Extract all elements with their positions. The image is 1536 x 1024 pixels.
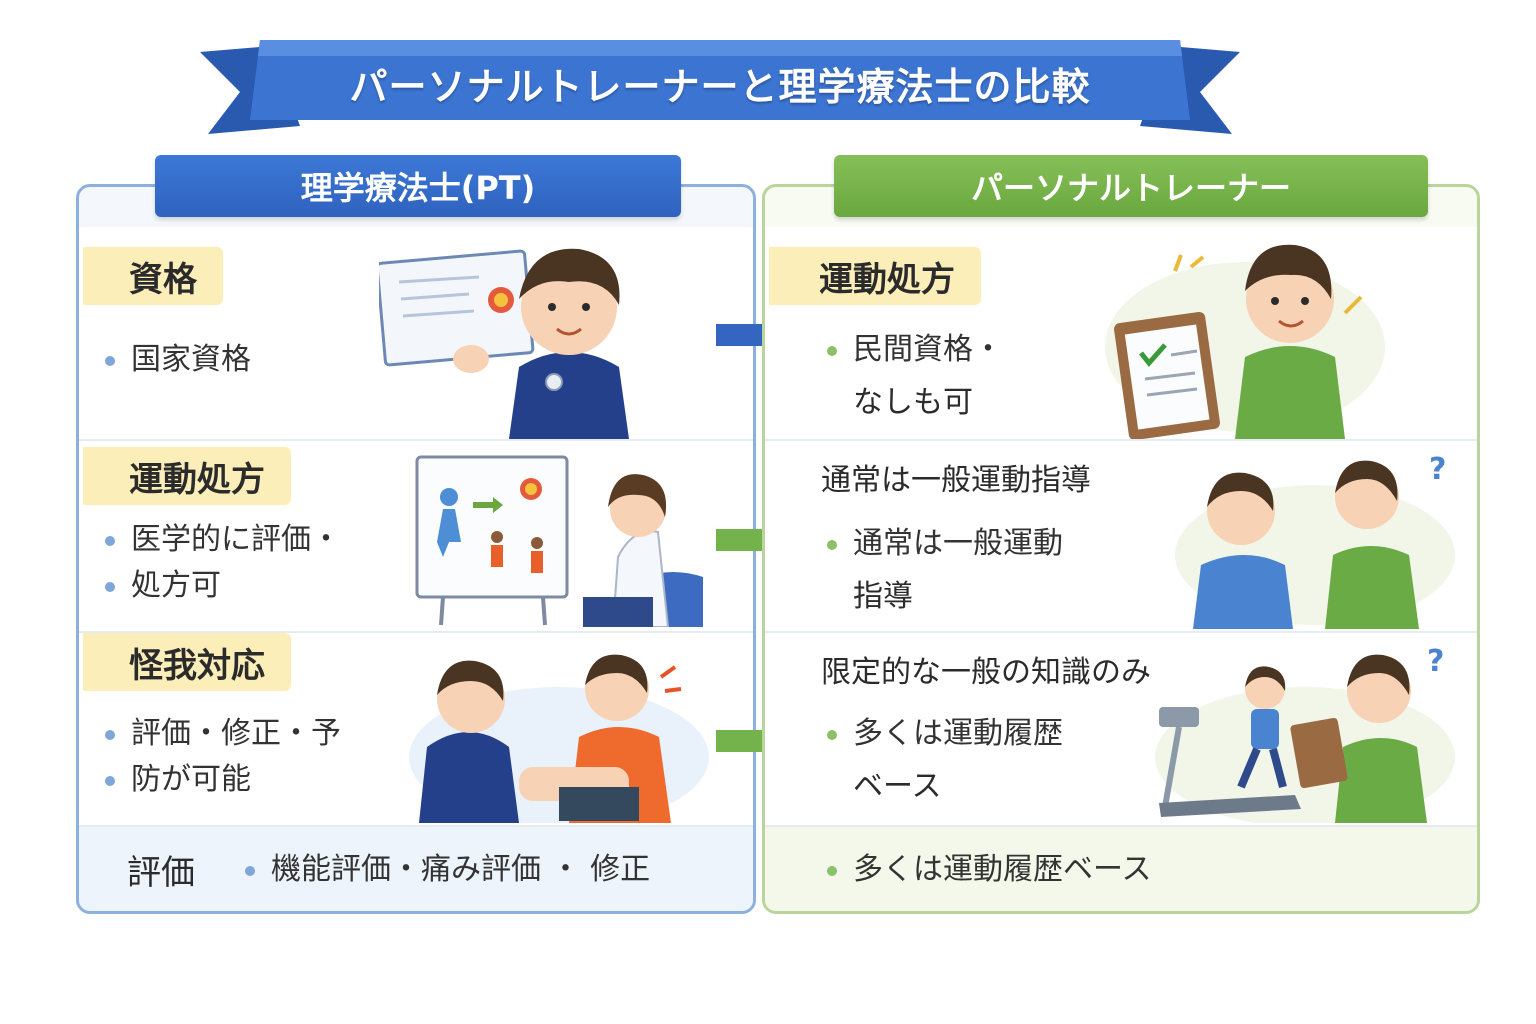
trainer-bullet-4: 多くは運動履歴ベース — [827, 847, 1152, 893]
page-title: パーソナルトレーナーと理学療法士の比較 — [349, 64, 1091, 109]
treadmill-icon — [1159, 707, 1301, 817]
pt-label-assessment: 評価 — [127, 853, 195, 893]
trainer-bullet-1-line2: なしも可 — [853, 385, 973, 420]
prescription-illustration — [415, 455, 703, 627]
trainer-row-2: 通常は一般運動指導 通常は一般運動 指導 ? — [765, 441, 1477, 631]
trainer-bullet-3-line2: ベース — [853, 769, 942, 804]
treadmill-illustration: ? — [1155, 644, 1455, 823]
trainer-column-header: パーソナルトレーナー — [834, 155, 1428, 217]
pt-bullet-assessment: 機能評価・痛み評価 ・ 修正 — [245, 847, 650, 893]
trainer-bullet-2: 通常は一般運動 — [827, 521, 1063, 567]
general-guidance-illustration: ? — [1175, 452, 1455, 629]
clipboard-icon — [1114, 311, 1220, 439]
pt-panel: 資格 国家資格 運動処方 医学的に評価・ 処方可 — [76, 184, 756, 914]
trainer-heading-3: 限定的な一般の知識のみ — [821, 655, 1151, 690]
injury-care-illustration — [409, 654, 709, 823]
pt-bullet-injury-line2: 防が可能 — [105, 757, 251, 803]
trainer-row-4: 多くは運動履歴ベース — [765, 827, 1477, 911]
pt-row-exercise: 運動処方 医学的に評価・ 処方可 — [79, 441, 753, 631]
trainer-bullet-3: 多くは運動履歴 — [827, 711, 1063, 757]
trainer-bullet-1: 民間資格・ — [827, 327, 1003, 373]
pt-bullet-qualification: 国家資格 — [105, 337, 251, 383]
certificate-icon — [379, 249, 535, 367]
trainer-row-3: 限定的な一般の知識のみ 多くは運動履歴 ベース ? — [765, 633, 1477, 825]
pt-label-qualification: 資格 — [83, 247, 223, 305]
clipboard-illustration — [1105, 244, 1385, 439]
pt-row-assessment: 評価 機能評価・痛み評価 ・ 修正 — [79, 827, 753, 911]
question-mark-icon: ? — [1427, 644, 1444, 679]
pt-bullet-exercise-line2: 処方可 — [105, 563, 221, 609]
pt-row-injury: 怪我対応 評価・修正・予 防が可能 — [79, 633, 753, 825]
question-mark-icon: ? — [1429, 452, 1446, 487]
pt-label-injury: 怪我対応 — [83, 633, 291, 691]
pt-bullet-injury: 評価・修正・予 — [105, 711, 341, 757]
trainer-heading-2: 通常は一般運動指導 — [821, 463, 1091, 498]
pt-bullet-exercise: 医学的に評価・ — [105, 517, 341, 563]
pt-column-header: 理学療法士(PT) — [155, 155, 681, 217]
pt-label-exercise: 運動処方 — [83, 447, 291, 505]
pt-row-qualification: 資格 国家資格 — [79, 227, 753, 439]
title-ribbon: パーソナルトレーナーと理学療法士の比較 — [200, 22, 1240, 140]
trainer-row-1: 運動処方 民間資格・ なしも可 — [765, 227, 1477, 439]
trainer-panel: 運動処方 民間資格・ なしも可 通常は一般運動指導 通常は一般運動 指導 — [762, 184, 1480, 914]
trainer-bullet-2-line2: 指導 — [853, 579, 913, 614]
certificate-illustration — [379, 248, 629, 439]
trainer-label-exercise: 運動処方 — [769, 247, 981, 305]
